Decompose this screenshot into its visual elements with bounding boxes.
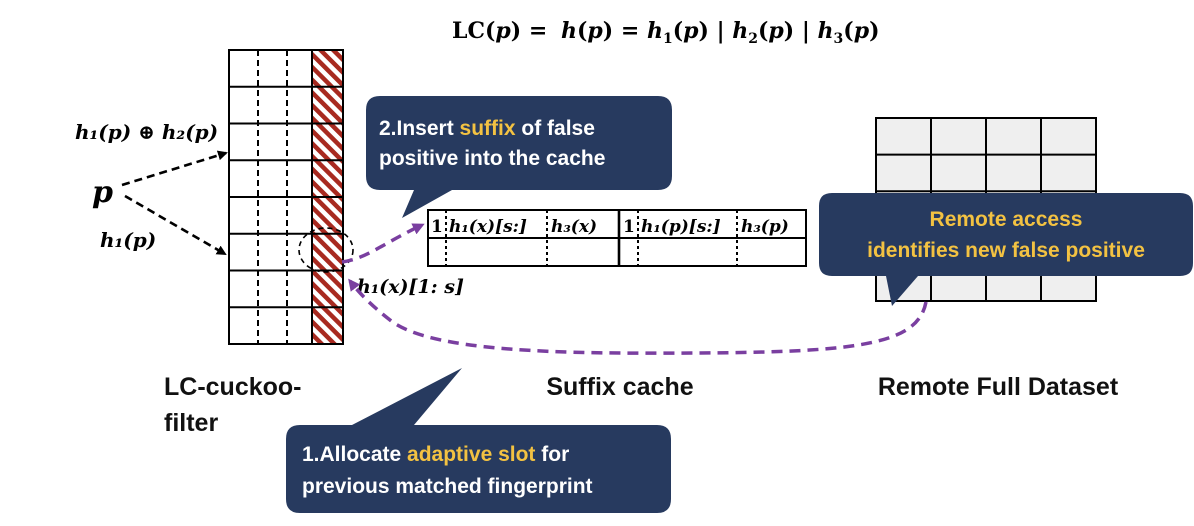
label-lc-cuckoo-filter-1: LC-cuckoo- (164, 373, 302, 401)
callout-allocate-slot: 1.Allocate adaptive slot for previous ma… (286, 368, 671, 513)
arrow-remote-to-filter (348, 278, 928, 355)
svg-text:positive into the cache: positive into the cache (379, 147, 605, 170)
cache-cell-one-a: 1 (431, 217, 443, 237)
cache-cell-h3x: h₃(x) (551, 217, 597, 237)
label-p: p (92, 175, 113, 210)
svg-text:identifies new false positive: identifies new false positive (867, 239, 1145, 262)
label-h1p: h₁(p) (100, 228, 156, 252)
label-suffix-cache: Suffix cache (546, 373, 693, 401)
label-remote-full-dataset: Remote Full Dataset (878, 373, 1119, 401)
svg-text:previous matched fingerprint: previous matched fingerprint (302, 475, 593, 498)
svg-text:1.Allocate adaptive slot for: 1.Allocate adaptive slot for (302, 443, 569, 466)
arrow-to-h1p (124, 194, 227, 256)
lc-cuckoo-filter-table (228, 49, 344, 345)
svg-text:Remote access: Remote access (930, 208, 1083, 231)
label-h1-xor-h2: h₁(p) ⊕ h₂(p) (75, 120, 218, 144)
svg-text:2.Insert suffix of false: 2.Insert suffix of false (379, 117, 595, 140)
formula: LC(p) = h(p) = h1(p) | h2(p) | h3(p) (452, 18, 880, 47)
cache-cell-h1p-suffix: h₁(p)[s:] (641, 217, 721, 237)
filter-dashed-columns (257, 50, 288, 344)
cache-cell-h1x-suffix: h₁(x)[s:] (449, 217, 527, 237)
cache-cell-h3p: h₃(p) (741, 217, 789, 237)
arrow-to-h1-xor-h2 (121, 150, 228, 187)
label-h1x-prefix: h₁(x)[1: s] (357, 276, 464, 298)
cache-cell-one-b: 1 (623, 217, 635, 237)
callout-remote-access: Remote access identifies new false posit… (819, 193, 1193, 306)
suffix-cache-table (427, 209, 807, 267)
arrow-slot-to-cache (341, 223, 425, 264)
label-lc-cuckoo-filter-2: filter (164, 409, 218, 437)
callout-insert-suffix: 2.Insert suffix of false positive into t… (366, 96, 672, 218)
selected-slot-circle (298, 227, 354, 273)
